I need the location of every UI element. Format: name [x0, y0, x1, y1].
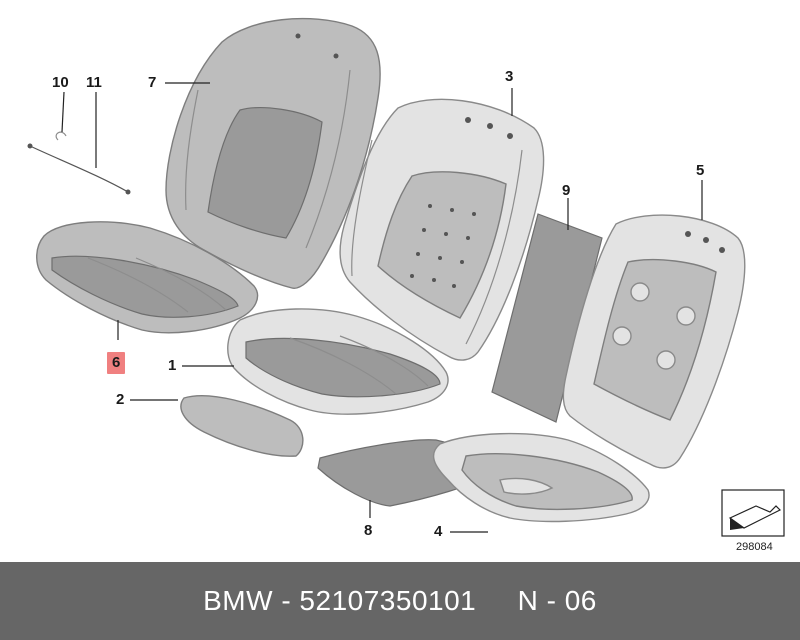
- callout-7: 7: [148, 74, 157, 91]
- callout-8: 8: [364, 522, 373, 539]
- leader-lines: [61, 82, 703, 533]
- parts-illustration: [27, 17, 785, 537]
- part-4-seat-pan: [432, 432, 650, 523]
- part-6-seat-cover: [36, 221, 259, 334]
- part-9-panel: [491, 213, 603, 423]
- part-2-foam-strip: [180, 394, 304, 457]
- part-5-backrest-frame: [562, 214, 746, 469]
- callout-3: 3: [505, 68, 514, 85]
- callout-9: 9: [562, 182, 571, 199]
- part-11-rod: [27, 143, 131, 195]
- part-number-caption: BMW - 52107350101 N - 06: [203, 585, 597, 616]
- part-1-seat-foam: [227, 308, 449, 415]
- orientation-symbol-icon: [721, 489, 785, 537]
- callout-11: 11: [86, 74, 102, 91]
- callout-6-highlighted: 6: [107, 352, 126, 374]
- callout-2: 2: [116, 391, 125, 408]
- callout-1: 1: [168, 357, 177, 374]
- footer-bar: BMW - 52107350101 N - 06: [0, 562, 800, 640]
- callout-10: 10: [52, 74, 69, 91]
- part-10-clip: [55, 131, 67, 141]
- callout-5: 5: [696, 162, 705, 179]
- callout-4: 4: [434, 523, 443, 540]
- diagram-reference-number: 298084: [736, 541, 773, 553]
- part-3-backrest-foam: [339, 98, 545, 361]
- parts-diagram: 10 11 7 3 5 9 6 1 2 8 4 298084: [27, 17, 785, 553]
- part-7-backrest-cover: [165, 17, 381, 289]
